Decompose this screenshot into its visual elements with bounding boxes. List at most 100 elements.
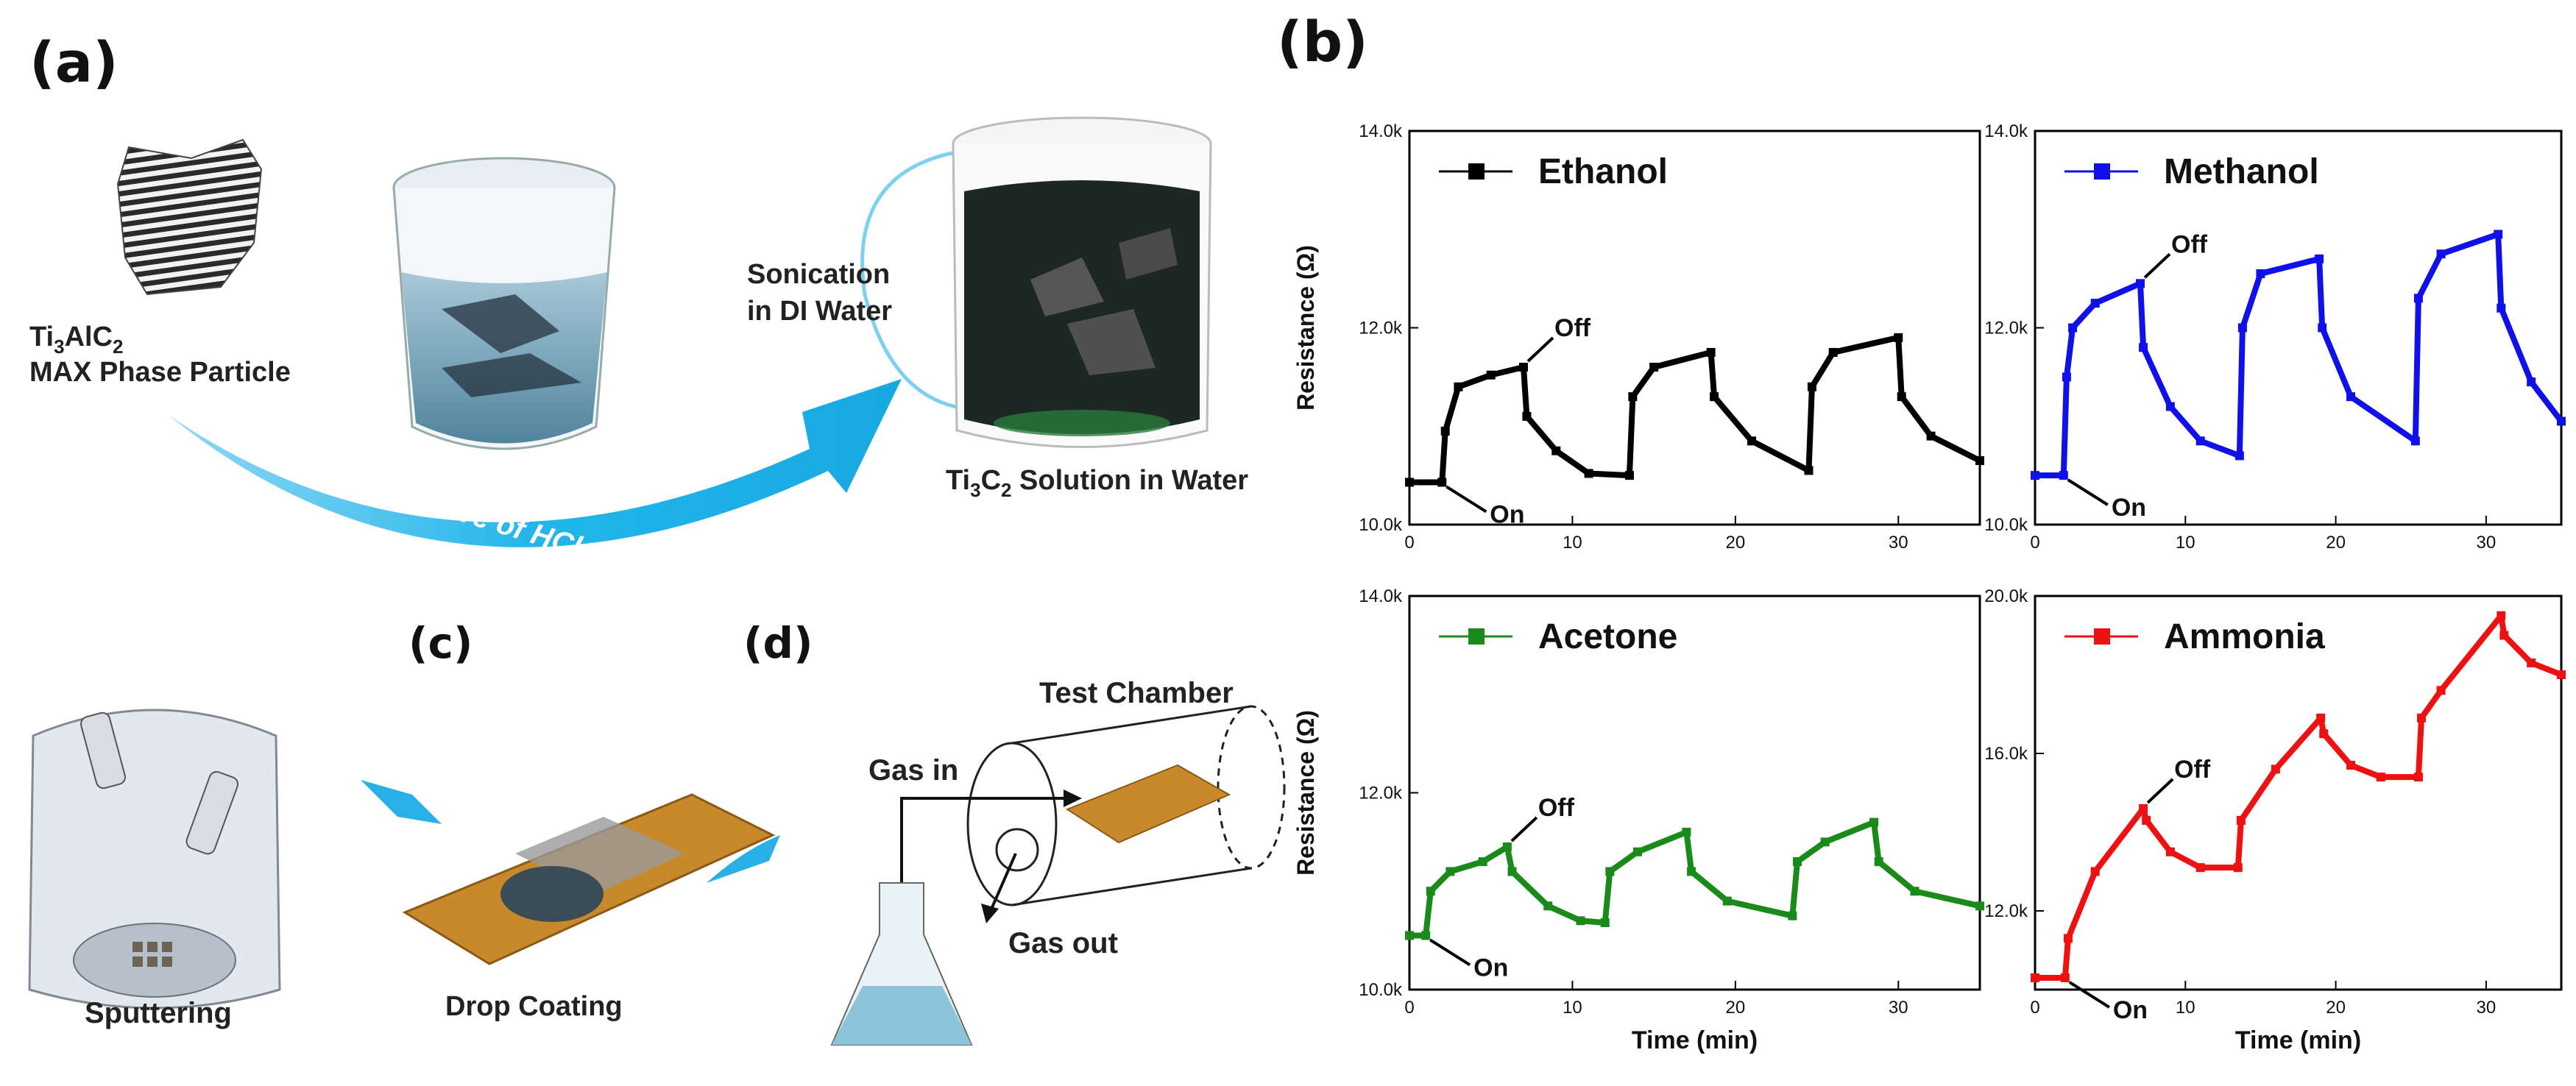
data-point: [2090, 867, 2100, 876]
chart-frame-1: [2034, 129, 2563, 526]
y-axis-label: Resistance (Ω): [1292, 710, 1319, 876]
data-point: [1910, 887, 1919, 896]
gas-in-label: Gas in: [868, 754, 958, 787]
x-tick-label: 30: [2477, 998, 2497, 1018]
data-point: [2236, 815, 2246, 825]
x-tick-label: 0: [2030, 998, 2039, 1018]
data-point: [2497, 611, 2506, 620]
data-point: [1828, 347, 1838, 357]
annotation-on: On: [1473, 954, 1508, 982]
sonication-label-line2: in DI Water: [747, 296, 892, 327]
data-point: [2062, 372, 2071, 382]
data-point: [1747, 436, 1756, 446]
data-point: [2256, 269, 2265, 278]
data-point: [2413, 294, 2423, 303]
data-point: [2319, 729, 2329, 739]
x-tick-label: 20: [2326, 998, 2346, 1018]
chart-frame-3: [2034, 595, 2563, 991]
x-tick-label: 30: [1889, 533, 1908, 553]
y-tick-label: 12.0k: [1984, 319, 2028, 338]
y-tick-label: 14.0k: [1359, 121, 1403, 141]
chart-frame-0: [1408, 129, 1981, 526]
y-tick-label: 14.0k: [1359, 586, 1403, 606]
annotation-arrow: [1526, 336, 1554, 363]
etching-arrow: [169, 379, 902, 547]
data-point: [2316, 713, 2326, 723]
annotation-arrow: [2146, 778, 2174, 804]
data-point: [2165, 847, 2175, 856]
sonication-label-line1: Sonication: [747, 259, 890, 290]
data-point: [1421, 931, 1431, 940]
data-point: [1454, 382, 1463, 391]
data-point: [2031, 471, 2039, 480]
y-tick-label: 10.0k: [1984, 515, 2028, 535]
legend-marker: [1468, 163, 1485, 180]
data-point: [2499, 631, 2509, 640]
panel-label-a: (a): [29, 29, 118, 95]
data-point: [2436, 686, 2446, 695]
data-point: [1897, 392, 1906, 402]
series-line-ethanol: [1409, 334, 1981, 486]
y-tick-label: 10.0k: [1359, 980, 1403, 1000]
y-tick-label: 12.0k: [1359, 784, 1403, 803]
data-point: [1874, 857, 1883, 867]
solution-cylinder-icon: [952, 116, 1212, 448]
series-line-acetone: [1409, 819, 1981, 939]
annotation-arrow: [2068, 981, 2110, 1009]
x-tick-label: 30: [1889, 998, 1908, 1018]
panel-label-b: (b): [1277, 9, 1368, 74]
data-point: [1502, 842, 1512, 852]
data-point: [1507, 867, 1517, 876]
data-point: [2527, 658, 2536, 667]
data-point: [1600, 918, 1610, 928]
data-point: [1584, 469, 1593, 478]
data-point: [1605, 867, 1615, 876]
drop-coating-label: Drop Coating: [445, 991, 623, 1022]
data-point: [1706, 347, 1716, 357]
y-tick-label: 16.0k: [1984, 744, 2028, 764]
solution-label: Ti3C2 Solution in Water: [946, 465, 1248, 501]
data-point: [2413, 773, 2423, 782]
legend-marker: [2094, 163, 2110, 180]
data-point: [1543, 901, 1553, 911]
data-point: [1486, 370, 1496, 380]
data-point: [2346, 392, 2355, 402]
max-phase-particle-icon: [116, 138, 263, 296]
annotation-on: On: [2112, 494, 2146, 522]
sputtering-chamber-icon: [28, 709, 281, 1009]
y-tick-label: 20.0k: [1984, 586, 2028, 606]
data-point: [2063, 934, 2073, 943]
panel-label-d: (d): [743, 618, 813, 668]
x-tick-label: 20: [2326, 533, 2346, 553]
x-tick-label: 20: [1726, 533, 1746, 553]
data-point: [2410, 436, 2420, 446]
y-tick-label: 10.0k: [1359, 515, 1403, 535]
test-chamber-label: Test Chamber: [1039, 677, 1234, 709]
data-point: [2497, 303, 2506, 313]
data-point: [1576, 916, 1585, 926]
data-point: [2139, 343, 2148, 352]
panel-label-c: (c): [408, 618, 473, 668]
sonication-arc: [860, 149, 965, 411]
annotation-arrow: [1446, 485, 1487, 514]
data-point: [1975, 456, 1984, 466]
data-point: [1793, 857, 1802, 867]
legend-label: Methanol: [2164, 152, 2319, 191]
y-tick-label: 14.0k: [1984, 121, 2028, 141]
annotation-on: On: [1490, 500, 1524, 528]
data-point: [2527, 377, 2536, 387]
chart-frame-2: [1408, 595, 1981, 991]
data-point: [1519, 363, 1528, 372]
data-point: [2271, 764, 2280, 774]
x-axis-label: Time (min): [2235, 1026, 2361, 1054]
y-axis-label: Resistance (Ω): [1292, 245, 1319, 411]
data-point: [2237, 323, 2247, 333]
data-point: [1628, 392, 1638, 402]
y-tick-label: 12.0k: [1359, 319, 1403, 338]
x-tick-label: 30: [2477, 533, 2497, 553]
annotation-off: Off: [2171, 230, 2208, 258]
data-point: [1682, 828, 1691, 837]
legend-marker: [2094, 628, 2110, 645]
annotation-arrow: [2067, 478, 2109, 506]
data-point: [2060, 973, 2070, 982]
